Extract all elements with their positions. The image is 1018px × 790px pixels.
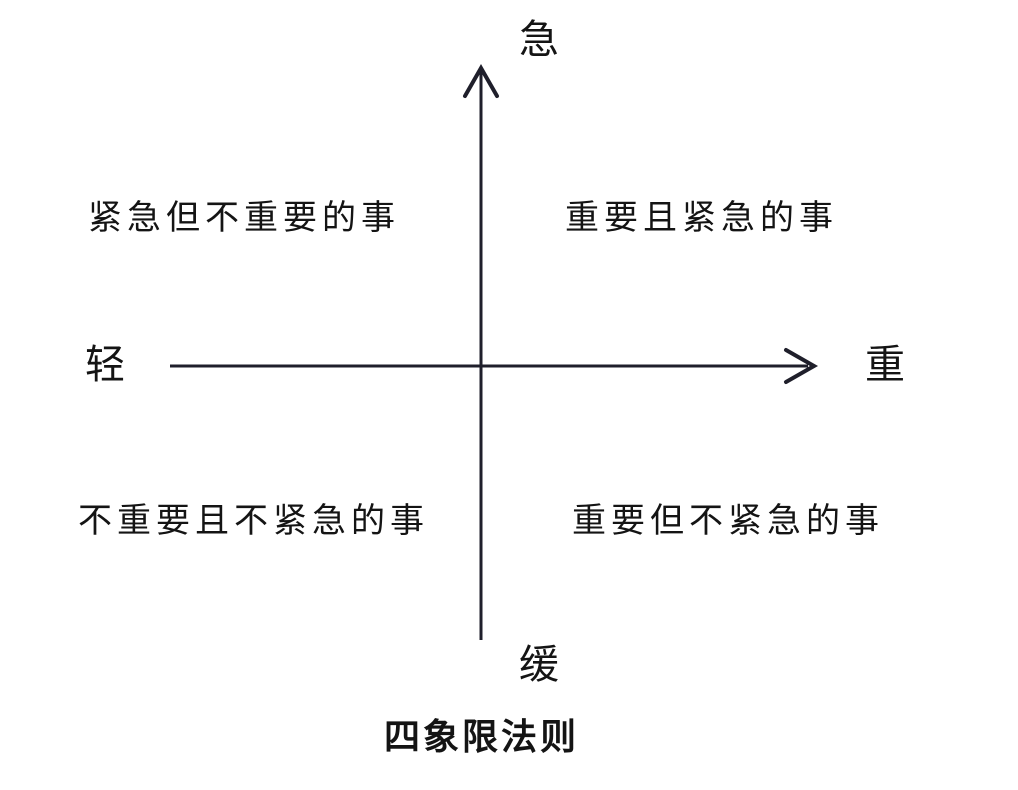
quadrant-label-urgent-not-important: 紧急但不重要的事	[88, 200, 400, 237]
axis-label-urgent: 急	[519, 17, 559, 62]
quadrant-label-important-and-urgent: 重要且紧急的事	[565, 200, 838, 237]
arrow-up-icon	[463, 63, 499, 98]
diagram-title: 四象限法则	[384, 717, 580, 757]
axis-label-heavy: 重	[865, 342, 905, 387]
axis-label-not-urgent: 缓	[519, 642, 559, 687]
quadrant-label-important-not-urgent: 重要但不紧急的事	[572, 503, 884, 540]
axis-label-light: 轻	[85, 342, 125, 387]
quadrant-label-not-important-not-urgent: 不重要且不紧急的事	[78, 503, 429, 540]
arrow-right-icon	[784, 348, 819, 384]
